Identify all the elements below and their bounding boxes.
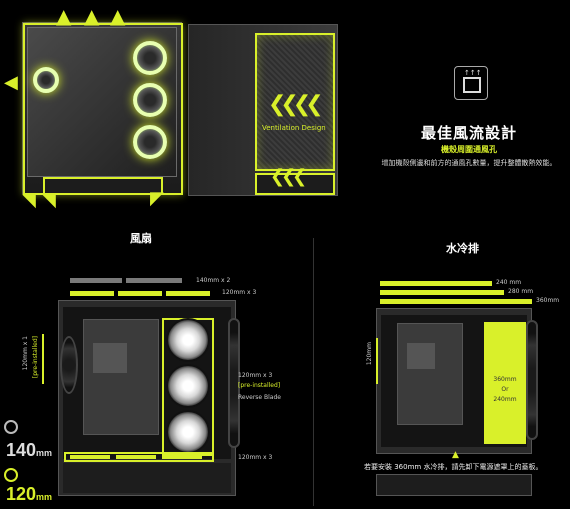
- bar-140-1: [70, 278, 122, 283]
- arrow-up-left-icon: ◤: [150, 188, 164, 209]
- cpu-socket: [93, 343, 127, 373]
- case-highlight-outline: [23, 23, 183, 195]
- front-fan-preinstalled: [pre-installed]: [238, 382, 281, 389]
- case-front-view: [22, 22, 183, 195]
- ventilation-label: Ventilation Design: [262, 124, 326, 132]
- front-fan-2: [133, 83, 167, 117]
- arrows-bottom-inflow-icon: ❮❮❮: [270, 166, 307, 187]
- bar-360: [380, 299, 532, 304]
- arrow-up-icon: ▲: [56, 4, 72, 28]
- bar-240: [380, 281, 492, 286]
- fan-120-icon: [4, 468, 18, 482]
- arrow-left-icon: ◀: [4, 72, 18, 93]
- front-radiator: [484, 322, 526, 444]
- bar-120-3: [166, 291, 210, 296]
- feature-description: 增加機殼側邊和前方的通風孔數量，提升整體散熱效能。: [381, 159, 557, 167]
- section-divider: [313, 238, 314, 506]
- bottom-fan-bracket: [64, 452, 214, 462]
- feature-subtitle: 機殼周圍通風孔: [441, 145, 497, 154]
- bar-label-280: 280 mm: [508, 288, 534, 295]
- arrow-up-right-icon: ◥: [42, 190, 56, 211]
- side-fan-strip: [228, 318, 240, 448]
- arrow-up-right-icon: ◥: [22, 190, 36, 211]
- airflow-vent-icon: ↑↑↑: [454, 66, 488, 100]
- feature-title: 最佳風流設計: [420, 124, 517, 142]
- bar-120-1: [70, 291, 114, 296]
- motherboard: [397, 323, 463, 425]
- side-mesh-vent: [255, 33, 335, 171]
- bar-120-2: [118, 291, 162, 296]
- bar-label-360: 360mm: [536, 297, 560, 304]
- psu-shroud: [63, 463, 231, 493]
- bar-label-140: 140mm x 2: [196, 277, 231, 284]
- motherboard: [83, 319, 159, 435]
- fans-section-title: 風扇: [130, 232, 152, 245]
- size-140-label: 140mm: [6, 440, 53, 460]
- front-fan-1: [133, 41, 167, 75]
- arrow-up-icon: ▲: [110, 4, 126, 28]
- bottom-vent: [255, 173, 335, 195]
- arrow-up-icon: ▲: [84, 4, 100, 28]
- bar-280: [380, 290, 504, 295]
- arrows-inflow-icon: ❮❮❮❮: [268, 92, 324, 117]
- size-120-label: 120mm: [6, 484, 53, 504]
- rear-fan: [33, 67, 59, 93]
- front-fan-1: [166, 318, 210, 362]
- radiator-label-240: 240mm: [493, 396, 517, 403]
- rear-fan-icon: [60, 336, 78, 394]
- bottom-fan-label: 120mm x 3: [238, 454, 273, 461]
- front-fan-2: [166, 364, 210, 408]
- cpu-socket: [407, 343, 435, 369]
- front-fan-label: 120mm x 3: [238, 372, 273, 379]
- front-fan-3: [133, 125, 167, 159]
- front-fan-3: [166, 410, 210, 454]
- side-fan-strip: [526, 320, 538, 440]
- side-fan-preinstalled: [pre-installed]: [32, 336, 39, 379]
- radiator-side-label: 120mm: [366, 342, 373, 366]
- bar-label-240: 240 mm: [496, 279, 522, 286]
- radiator-section-title: 水冷排: [446, 242, 479, 255]
- radiator-label-or: Or: [501, 386, 509, 393]
- radiator-note: 若要安裝 360mm 水冷排，請先卸下電源遮罩上的蓋板。: [364, 463, 543, 471]
- radiator-label-360: 360mm: [493, 376, 517, 383]
- fan-140-icon: [4, 420, 18, 434]
- arrow-up-icon: ▲: [452, 450, 459, 460]
- bar-label-120: 120mm x 3: [222, 289, 257, 296]
- side-fan-label: 120mm x 1: [22, 336, 29, 371]
- psu-shroud: [376, 474, 532, 496]
- case-side-view: [188, 24, 338, 196]
- front-fan-reverse: Reverse Blade: [238, 394, 281, 401]
- bar-140-2: [126, 278, 182, 283]
